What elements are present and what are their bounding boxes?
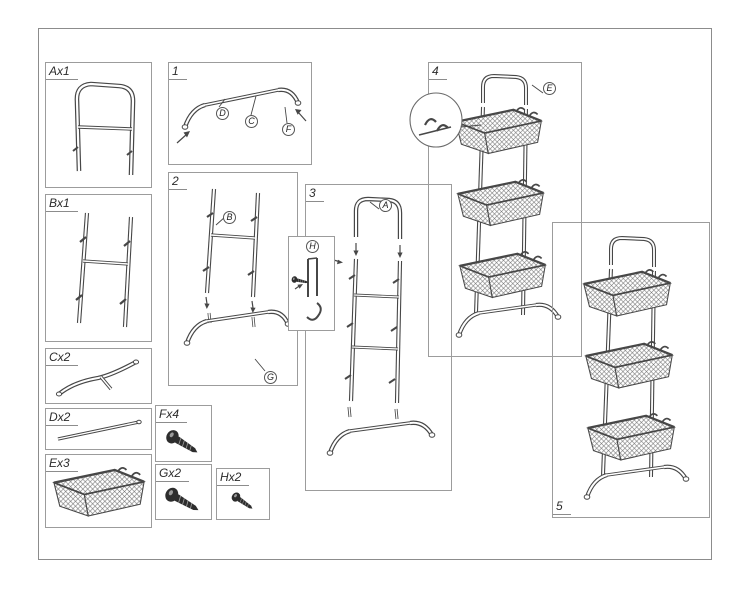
bolt bbox=[162, 484, 203, 517]
part-b-label: Bx1 bbox=[46, 195, 78, 212]
part-e-label: Ex3 bbox=[46, 455, 78, 472]
part-b-drawing upright-frame-illustration bbox=[75, 212, 134, 328]
hardware-f-label: Fx4 bbox=[156, 406, 188, 423]
base-feet bbox=[455, 302, 562, 338]
hook-detail-magnifier bbox=[409, 92, 482, 148]
panel-part-a: Ax1 bbox=[45, 62, 152, 188]
part-c-drawing foot-tube-illustration bbox=[55, 359, 140, 397]
handle-tube bbox=[72, 81, 136, 176]
panel-step-5: 5 bbox=[552, 222, 710, 518]
part-a-drawing handle-frame-illustration bbox=[72, 81, 136, 176]
h-detail-drawing screw-insert-illustration bbox=[290, 257, 322, 321]
foot-tube bbox=[55, 359, 140, 397]
callout-a: A bbox=[379, 199, 392, 212]
insert-arrow bbox=[294, 284, 303, 290]
panel-step-1: 1 D C F bbox=[168, 62, 312, 165]
callout-h: H bbox=[306, 240, 319, 253]
upright-tubes bbox=[75, 212, 134, 328]
basket-middle bbox=[584, 340, 674, 390]
small-bolt bbox=[290, 275, 310, 286]
basket-bottom bbox=[458, 250, 547, 299]
basket-middle bbox=[456, 178, 545, 227]
panel-part-c: Cx2 bbox=[45, 348, 152, 404]
panel-part-d: Dx2 bbox=[45, 408, 152, 450]
panel-step-3-detail-h: H bbox=[288, 236, 335, 331]
panel-hardware-f: Fx4 bbox=[155, 405, 212, 462]
insert-arrow-right bbox=[295, 109, 307, 122]
basket-bottom bbox=[586, 412, 676, 462]
base-feet bbox=[583, 464, 690, 500]
hardware-h-label: Hx2 bbox=[217, 469, 250, 486]
callout-f: F bbox=[282, 123, 295, 136]
hook-curve bbox=[306, 302, 322, 321]
base-assembly bbox=[326, 406, 436, 456]
step-2-drawing frame-to-base-illustration bbox=[183, 188, 292, 372]
panel-step-3: 3 bbox=[305, 184, 452, 491]
panel-hardware-h: Hx2 bbox=[216, 468, 270, 520]
part-c-label: Cx2 bbox=[46, 349, 79, 366]
small-bolt bbox=[229, 490, 256, 513]
wire-basket bbox=[52, 466, 146, 518]
callout-b: B bbox=[223, 211, 236, 224]
step-3-drawing handle-to-frame-illustration bbox=[326, 196, 436, 456]
rod-tube bbox=[57, 419, 142, 441]
callout-g: G bbox=[264, 371, 277, 384]
callout-e: E bbox=[543, 82, 556, 95]
step-5-number: 5 bbox=[553, 498, 571, 515]
step-1-number: 1 bbox=[169, 63, 187, 80]
step-2-number: 2 bbox=[169, 173, 187, 190]
handle-tube bbox=[353, 196, 403, 239]
outer-border bbox=[38, 28, 712, 560]
callout-c: C bbox=[245, 115, 258, 128]
part-d-drawing rod-illustration bbox=[57, 419, 142, 441]
bolt bbox=[163, 427, 202, 459]
panel-part-b: Bx1 bbox=[45, 194, 152, 342]
basket-hooks bbox=[75, 236, 131, 305]
insert-arrows-down bbox=[204, 296, 256, 313]
step-5-drawing finished-stand-illustration bbox=[582, 235, 690, 500]
base-assembly bbox=[181, 87, 302, 130]
panel-part-e: Ex3 bbox=[45, 454, 152, 528]
step-4-number: 4 bbox=[429, 63, 447, 80]
insert-arrow-left bbox=[176, 131, 190, 144]
part-a-label: Ax1 bbox=[46, 63, 78, 80]
callout-leader-line bbox=[369, 201, 380, 210]
panel-step-2: 2 bbox=[168, 172, 298, 386]
base-assembly bbox=[183, 309, 292, 346]
hardware-g-label: Gx2 bbox=[156, 465, 190, 482]
part-d-label: Dx2 bbox=[46, 409, 79, 426]
basket-top bbox=[454, 106, 543, 155]
callout-leader-line bbox=[531, 84, 544, 94]
step-4-drawing baskets-on-stand-illustration bbox=[409, 73, 562, 338]
panel-hardware-g: Gx2 bbox=[155, 464, 212, 520]
panel-step-4: 4 bbox=[409, 62, 582, 357]
upright-frame bbox=[202, 188, 261, 298]
callout-d: D bbox=[216, 107, 229, 120]
step-3-number: 3 bbox=[306, 185, 324, 202]
basket-top bbox=[582, 268, 672, 318]
step-1-drawing base-assembly-illustration bbox=[176, 87, 307, 144]
upright-frame bbox=[344, 258, 403, 404]
insert-arrows-down bbox=[353, 243, 403, 258]
pole-tube bbox=[307, 257, 318, 297]
callout-leader-lines bbox=[218, 95, 288, 124]
